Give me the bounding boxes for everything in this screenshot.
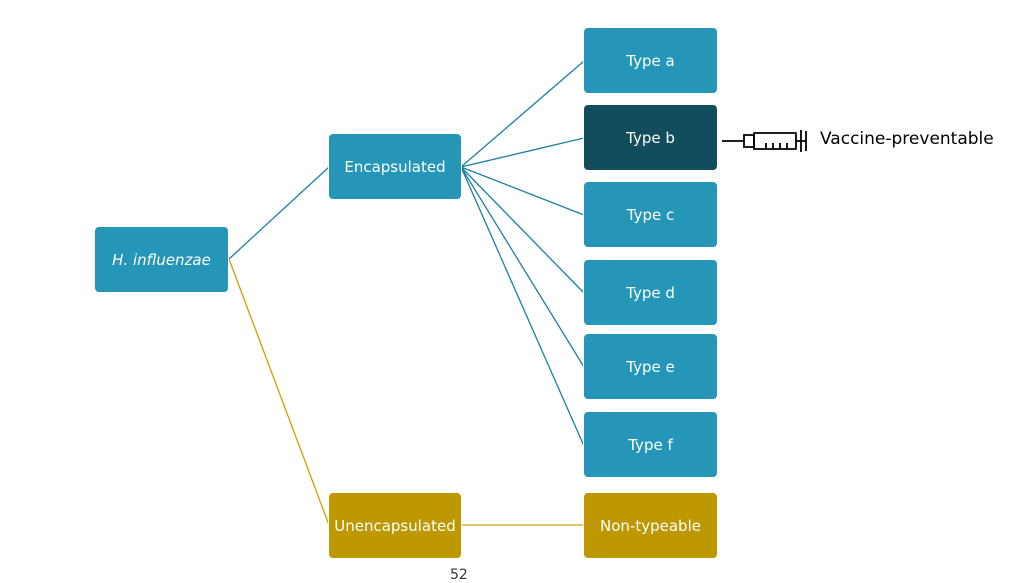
edge-root-encapsulated <box>228 166 330 260</box>
edge-encapsulated-type-b <box>460 137 585 168</box>
type-c-node: Type c <box>583 181 718 248</box>
unencapsulated-node: Unencapsulated <box>328 492 462 559</box>
type-a-node: Type a <box>583 27 718 94</box>
edge-encapsulated-type-f <box>460 166 585 447</box>
edge-encapsulated-type-d <box>460 166 585 294</box>
root-node: H. influenzae <box>94 226 229 293</box>
root-node-label: H. influenzae <box>112 250 211 269</box>
edge-encapsulated-type-a <box>460 60 585 168</box>
encapsulated-label: Encapsulated <box>344 157 446 176</box>
encapsulated-node: Encapsulated <box>328 133 462 200</box>
type-a-label: Type a <box>626 51 675 70</box>
type-b-label: Type b <box>626 128 675 147</box>
edge-root-unencapsulated <box>228 258 330 526</box>
type-f-node: Type f <box>583 411 718 478</box>
unencapsulated-label: Unencapsulated <box>334 516 456 535</box>
vaccine-preventable-label: Vaccine-preventable <box>820 129 994 149</box>
edge-encapsulated-type-e <box>460 166 585 368</box>
type-f-label: Type f <box>628 435 673 454</box>
type-d-label: Type d <box>626 283 675 302</box>
type-d-node: Type d <box>583 259 718 326</box>
type-b-node: Type b <box>583 104 718 171</box>
type-e-label: Type e <box>626 357 675 376</box>
non-typeable-node: Non-typeable <box>583 492 718 559</box>
type-c-label: Type c <box>626 205 675 224</box>
page-number: 52 <box>450 567 468 583</box>
edge-encapsulated-type-c <box>460 166 585 216</box>
type-e-node: Type e <box>583 333 718 400</box>
syringe-icon <box>722 130 807 152</box>
non-typeable-label: Non-typeable <box>600 516 701 535</box>
